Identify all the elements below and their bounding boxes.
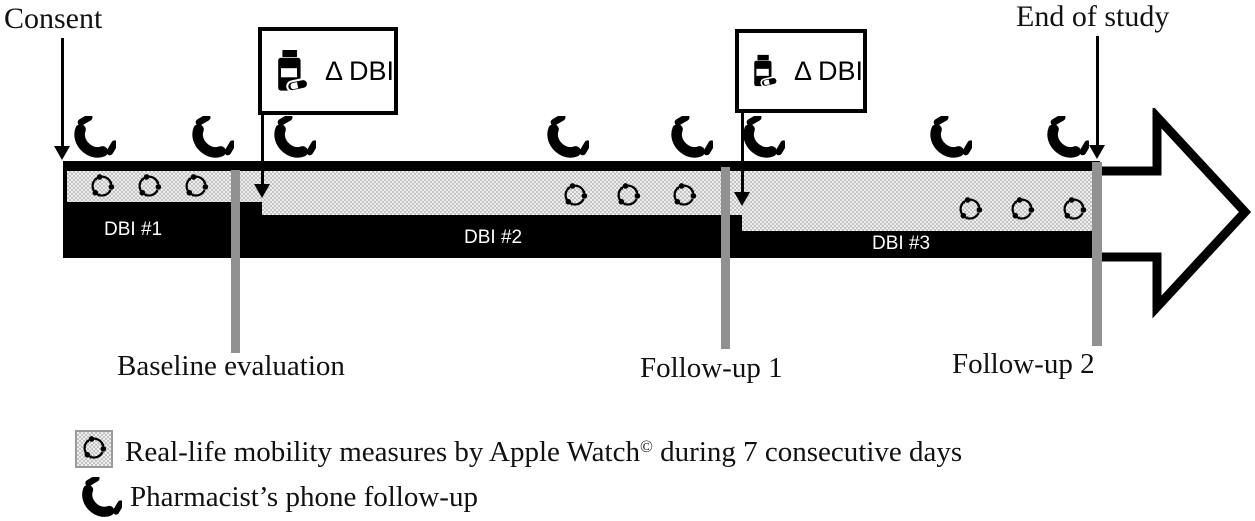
timeline-arrowhead bbox=[1097, 108, 1252, 318]
dbi-segment-label-2: DBI #2 bbox=[464, 227, 523, 248]
mobility-cycle-icon bbox=[955, 195, 985, 225]
intervention-arrow-2-shaft bbox=[740, 111, 744, 192]
intervention-arrow-2 bbox=[734, 111, 750, 206]
mobility-legend-text-main: Real-life mobility measures by Apple Wat… bbox=[125, 436, 640, 468]
phone-icon bbox=[739, 116, 785, 162]
consent-arrow bbox=[54, 38, 70, 160]
phone-icon bbox=[78, 477, 122, 521]
mobility-cycle-icon bbox=[1059, 195, 1089, 225]
pill-bottle-icon bbox=[751, 43, 778, 99]
baseline-evaluation-bar bbox=[231, 170, 240, 353]
mobility-cycle-icon bbox=[181, 172, 211, 202]
end-of-study-arrow bbox=[1089, 36, 1105, 159]
baseline-evaluation-label: Baseline evaluation bbox=[117, 350, 345, 382]
phone-icon bbox=[667, 116, 713, 162]
mobility-cycle-icon bbox=[613, 181, 643, 211]
followup1-label: Follow-up 1 bbox=[640, 352, 783, 384]
end-of-study-arrow-head bbox=[1089, 145, 1105, 159]
intervention-arrow-1-head bbox=[254, 184, 270, 198]
phone-icon bbox=[70, 116, 116, 162]
phone-legend-text: Pharmacist’s phone follow-up bbox=[130, 481, 478, 513]
intervention-arrow-2-head bbox=[734, 192, 750, 206]
phone-icon bbox=[543, 116, 589, 162]
followup1-bar bbox=[721, 167, 730, 349]
dbi-change-label-1: Δ DBI bbox=[324, 55, 394, 86]
dbi-segment-label-1: DBI #1 bbox=[104, 219, 163, 240]
mobility-cycle-icon bbox=[79, 434, 109, 464]
dbi-segment-label-3: DBI #3 bbox=[872, 233, 931, 254]
followup2-bar bbox=[1092, 162, 1102, 346]
mobility-strip-segment-2 bbox=[262, 171, 742, 215]
consent-arrow-shaft bbox=[60, 38, 64, 146]
mobility-legend-text-after: during 7 consecutive days bbox=[652, 436, 963, 468]
mobility-cycle-icon bbox=[1007, 195, 1037, 225]
dbi-change-label-2: Δ DBI bbox=[793, 55, 863, 86]
consent-label: Consent bbox=[4, 2, 103, 35]
phone-icon bbox=[270, 116, 316, 162]
dbi-change-box-2: Δ DBI bbox=[735, 29, 867, 113]
phone-icon bbox=[926, 116, 972, 162]
followup2-label: Follow-up 2 bbox=[952, 348, 1095, 380]
end-of-study-arrow-shaft bbox=[1095, 36, 1099, 145]
mobility-cycle-icon bbox=[560, 181, 590, 211]
mobility-cycle-icon bbox=[669, 181, 699, 211]
mobility-legend-swatch bbox=[75, 430, 113, 468]
mobility-strip-segment-3 bbox=[742, 171, 1093, 231]
dbi-change-box-1: Δ DBI bbox=[258, 27, 398, 115]
pill-bottle-icon bbox=[274, 42, 309, 100]
phone-icon bbox=[1043, 116, 1089, 162]
mobility-cycle-icon bbox=[87, 172, 117, 202]
intervention-arrow-1 bbox=[254, 114, 270, 198]
phone-icon bbox=[188, 116, 234, 162]
intervention-arrow-1-shaft bbox=[260, 114, 264, 184]
mobility-cycle-icon bbox=[134, 172, 164, 202]
copyright-symbol: © bbox=[639, 437, 653, 456]
consent-arrow-head bbox=[54, 146, 70, 160]
end-of-study-label: End of study bbox=[1016, 0, 1170, 33]
mobility-legend-text: Real-life mobility measures by Apple Wat… bbox=[125, 436, 962, 469]
